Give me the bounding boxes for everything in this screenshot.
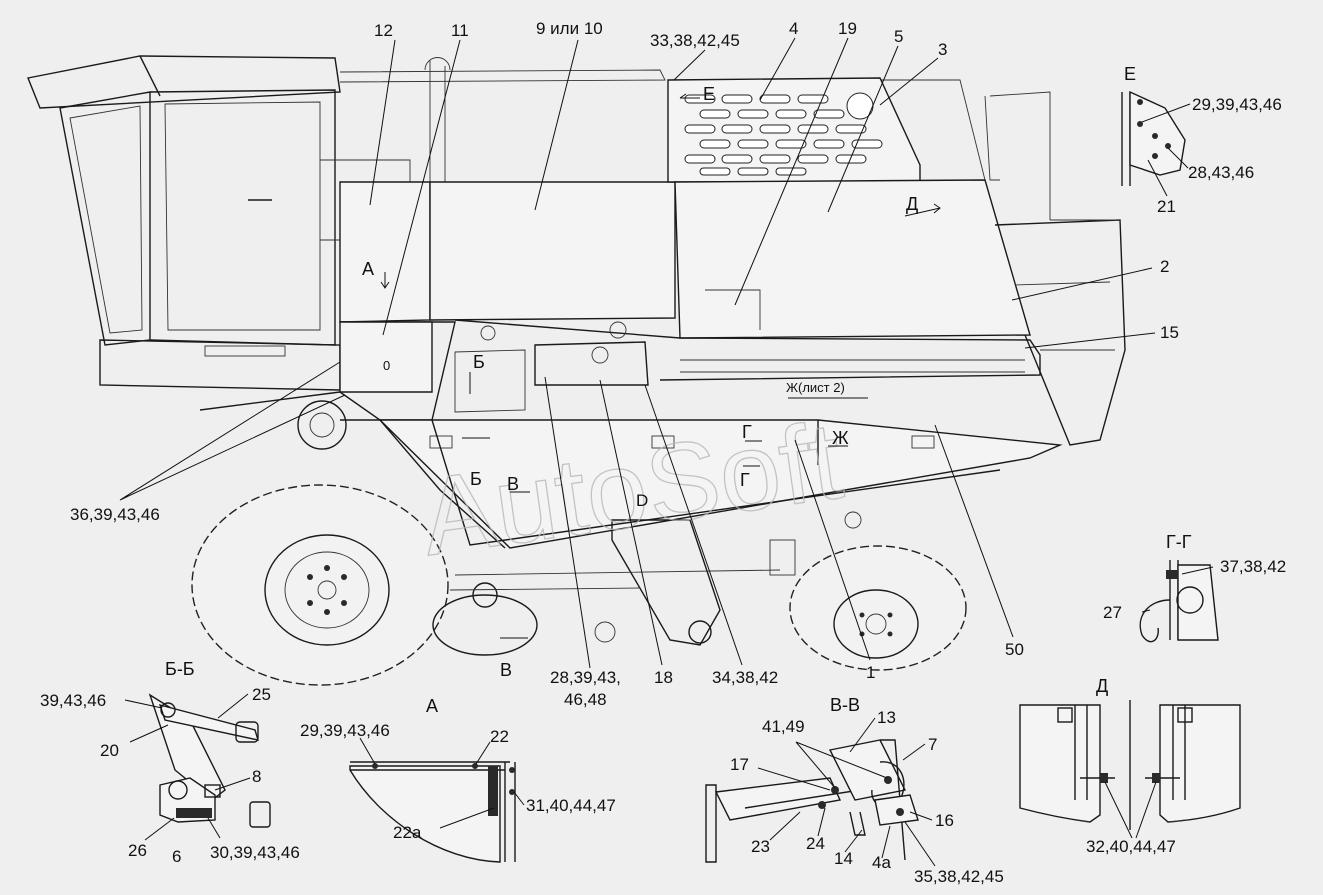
section-title-vv: В-В xyxy=(830,695,860,715)
vv-label-23: 23 xyxy=(751,837,770,856)
label-28-cont: 46,48 xyxy=(564,690,607,709)
section-title-bb: Б-Б xyxy=(165,659,195,679)
label-18: 18 xyxy=(654,668,673,687)
a-label-31: 31,40,44,47 xyxy=(526,796,616,815)
vv-label-16: 16 xyxy=(935,811,954,830)
front-drive-wheel xyxy=(191,484,449,686)
section-title-gg: Г-Г xyxy=(1166,532,1192,552)
vv-label-41: 41,49 xyxy=(762,717,805,736)
label-3: 3 xyxy=(938,40,947,59)
label-33: 33,38,42,45 xyxy=(650,31,740,50)
view-mark-zh: Ж xyxy=(832,428,849,448)
label-15: 15 xyxy=(1160,323,1179,342)
combine-main-view xyxy=(27,55,1126,686)
label-34: 34,38,42 xyxy=(712,668,778,687)
label-2: 2 xyxy=(1160,257,1169,276)
section-title-d: Д xyxy=(1096,676,1108,696)
label-1: 1 xyxy=(866,663,875,682)
view-mark-d: Д xyxy=(906,194,918,214)
vv-label-35: 35,38,42,45 xyxy=(914,867,1004,886)
view-mark-e: Е xyxy=(703,84,715,104)
section-bb: Б-Б 39,43,46 25 20 8 26 6 30,39,43,46 xyxy=(40,659,300,866)
d-label-32: 32,40,44,47 xyxy=(1086,837,1176,856)
section-e: Е 29,39,43,46 28,43,46 21 xyxy=(1121,64,1282,216)
section-a: А 29,39,43,46 22 31,40,44,47 22а xyxy=(300,696,616,863)
vv-label-13: 13 xyxy=(877,708,896,727)
grille-perforations xyxy=(684,92,883,176)
label-36: 36,39,43,46 xyxy=(70,505,160,524)
view-mark-b2: Б xyxy=(470,469,482,489)
view-mark-v1: В xyxy=(507,474,519,494)
label-11: 11 xyxy=(451,21,469,40)
view-mark-g2: Г xyxy=(740,470,750,490)
a-label-29: 29,39,43,46 xyxy=(300,721,390,740)
view-mark-a: А xyxy=(362,259,374,279)
bb-label-25: 25 xyxy=(252,685,271,704)
vv-label-24: 24 xyxy=(806,834,825,853)
label-4: 4 xyxy=(789,19,798,38)
vv-label-17: 17 xyxy=(730,755,749,774)
view-mark-b1: Б xyxy=(473,352,485,372)
bb-label-39: 39,43,46 xyxy=(40,691,106,710)
view-mark-g1: Г xyxy=(742,422,752,442)
label-5: 5 xyxy=(894,27,903,46)
view-mark-dd: D xyxy=(636,491,648,510)
label-9-or-10: 9 или 10 xyxy=(536,19,603,38)
e-label-21: 21 xyxy=(1157,197,1176,216)
gg-label-27: 27 xyxy=(1103,603,1122,622)
a-label-22: 22 xyxy=(490,727,509,746)
bb-label-30: 30,39,43,46 xyxy=(210,843,300,862)
main-labels: 12 11 9 или 10 33,38,42,45 4 19 5 3 2 15… xyxy=(70,19,1179,709)
vv-label-7: 7 xyxy=(928,735,937,754)
bb-label-20: 20 xyxy=(100,741,119,760)
section-vv: В-В 41,49 13 7 17 23 24 16 14 4а 35,38,4… xyxy=(705,695,1004,886)
vv-label-14: 14 xyxy=(834,849,853,868)
label-19: 19 xyxy=(838,19,857,38)
view-mark-v2: В xyxy=(500,660,512,680)
section-gg: Г-Г 37,38,42 27 xyxy=(1103,532,1286,643)
main-leader-lines xyxy=(119,37,1156,669)
label-50: 50 xyxy=(1005,640,1024,659)
bb-label-6: 6 xyxy=(172,847,181,866)
e-label-29: 29,39,43,46 xyxy=(1192,95,1282,114)
section-title-a: А xyxy=(426,696,438,716)
label-28: 28,39,43, xyxy=(550,668,621,687)
rear-steering-wheel xyxy=(789,545,967,671)
view-mark-zh-sheet2: Ж(лист 2) xyxy=(786,380,845,395)
bb-label-8: 8 xyxy=(252,767,261,786)
view-mark-o: 0 xyxy=(383,358,390,373)
section-title-e: Е xyxy=(1124,64,1136,84)
vv-label-4a: 4а xyxy=(872,853,891,872)
section-d: Д 32,40,44,47 xyxy=(1019,676,1241,856)
label-12: 12 xyxy=(374,21,393,40)
e-label-28: 28,43,46 xyxy=(1188,163,1254,182)
gg-label-37: 37,38,42 xyxy=(1220,557,1286,576)
a-label-22a: 22а xyxy=(393,823,422,842)
bb-label-26: 26 xyxy=(128,841,147,860)
